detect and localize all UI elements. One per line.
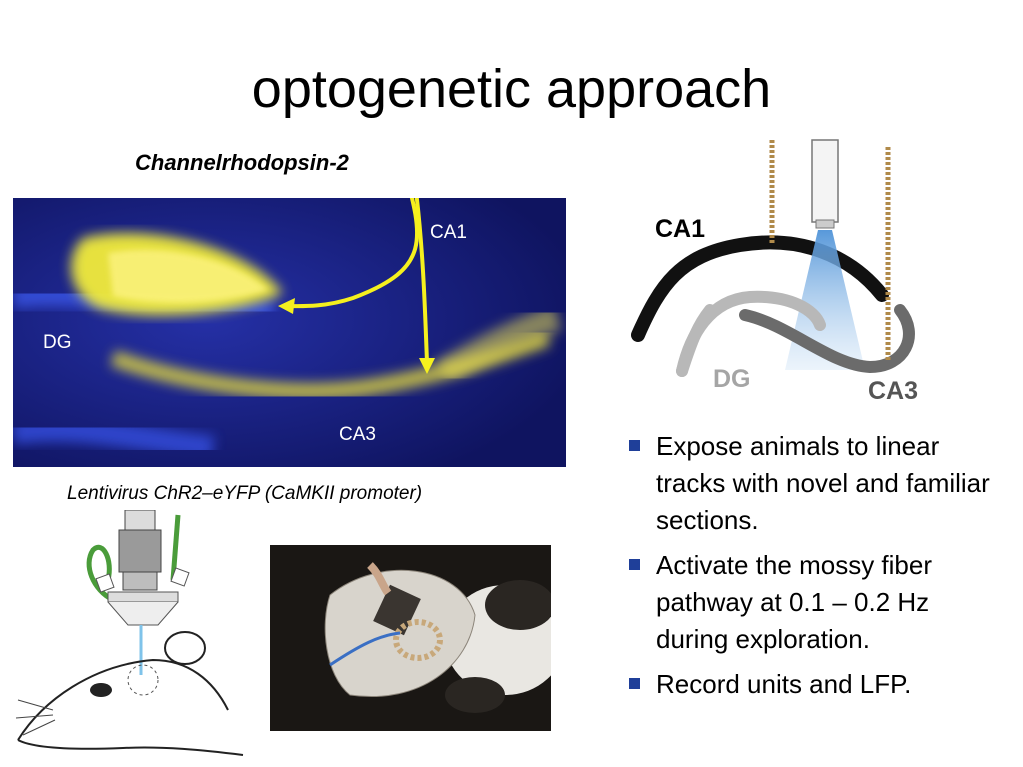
schematic-drawing [631,139,915,377]
bullet-item: Record units and LFP. [626,666,1006,703]
slide-title: optogenetic approach [251,59,772,119]
bullet-item: Expose animals to linear tracks with nov… [626,428,1006,539]
hippocampus-schematic: CA1 DG CA3 [620,135,940,410]
channelrhodopsin-label: Channelrhodopsin-2 [135,150,349,175]
optogenetic-rig-illustration [13,509,253,760]
bullet-text: Record units and LFP. [656,669,912,699]
micrograph-image [11,162,566,467]
bullet-text: Expose animals to linear tracks with nov… [656,431,990,535]
bullet-list: Expose animals to linear tracks with nov… [626,428,1006,711]
rig-drawing [15,509,244,756]
bullet-text: Activate the mossy fiber pathway at 0.1 … [656,550,932,654]
bullet-item: Activate the mossy fiber pathway at 0.1 … [626,547,1006,658]
schematic-label-ca1: CA1 [655,215,706,243]
micrograph-caption: Lentivirus ChR2–eYFP (CaMKII promoter) [67,483,423,504]
bullet-square-icon [629,440,640,451]
micrograph-label-ca3: CA3 [339,424,376,445]
micrograph-label-ca1: CA1 [430,222,467,243]
micrograph-label-dg: DG [43,332,72,353]
implanted-rat-photo [270,545,565,731]
schematic-label-ca3: CA3 [868,377,919,405]
bullet-square-icon [629,559,640,570]
hippocampus-micrograph: CA1 DG CA3 [11,162,566,467]
schematic-label-dg: DG [713,365,751,393]
bullet-square-icon [629,678,640,689]
rat-photo-image [270,545,565,731]
